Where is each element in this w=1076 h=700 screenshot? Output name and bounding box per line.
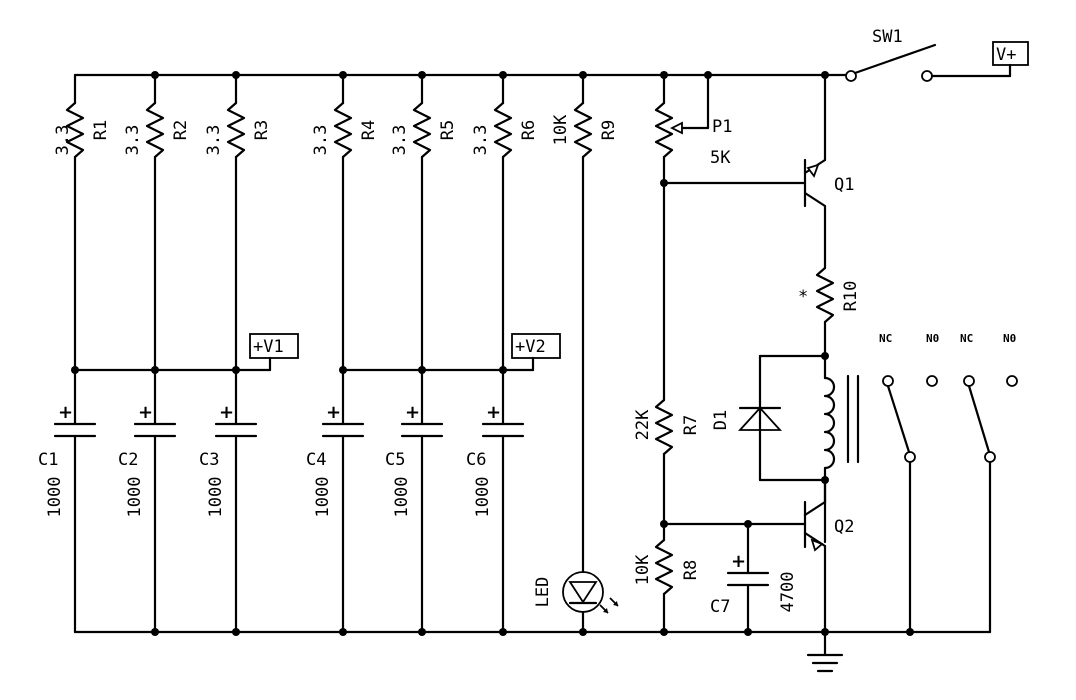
c7-value: 4700 bbox=[778, 572, 798, 613]
sw1-label: SW1 bbox=[872, 27, 903, 47]
r3-value: 3.3 bbox=[204, 125, 224, 156]
resistor-r6: 3.3 R6 bbox=[471, 73, 539, 372]
r9-value: 10K bbox=[551, 114, 571, 145]
contact1-nc-label: NC bbox=[879, 332, 892, 345]
c6-plus: + bbox=[486, 402, 501, 423]
r2-value: 3.3 bbox=[123, 125, 143, 156]
c3-value: 1000 bbox=[206, 477, 226, 518]
r5-label: R5 bbox=[438, 120, 458, 140]
contact1-no-label: N0 bbox=[926, 332, 939, 345]
v1-label: +V1 bbox=[253, 337, 284, 357]
junction-dots bbox=[71, 71, 914, 636]
diode-d1: D1 bbox=[711, 354, 827, 482]
contact2-no-label: N0 bbox=[1003, 332, 1016, 345]
c4-label: C4 bbox=[306, 450, 326, 470]
capacitor-c7: + C7 4700 bbox=[710, 522, 798, 634]
r4-value: 3.3 bbox=[311, 125, 331, 156]
c1-value: 1000 bbox=[45, 477, 65, 518]
c2-label: C2 bbox=[118, 450, 138, 470]
resistor-r5: 3.3 R5 bbox=[390, 73, 458, 372]
d1-label: D1 bbox=[711, 410, 731, 430]
vplus-label: V+ bbox=[996, 45, 1016, 65]
r7-label: R7 bbox=[681, 415, 701, 435]
r3-label: R3 bbox=[252, 120, 272, 140]
c6-label: C6 bbox=[466, 450, 486, 470]
c1-plus: + bbox=[58, 402, 73, 423]
capacitor-c5: + C5 1000 bbox=[385, 368, 444, 634]
r4-label: R4 bbox=[359, 120, 379, 140]
resistor-r10: * R10 bbox=[798, 266, 861, 358]
capacitor-c3: + C3 1000 bbox=[199, 368, 258, 634]
relay-coil bbox=[823, 354, 860, 544]
p1-label: P1 bbox=[712, 117, 732, 137]
capacitor-c1: + C1 1000 bbox=[38, 368, 97, 634]
c7-label: C7 bbox=[710, 597, 730, 617]
c1-label: C1 bbox=[38, 450, 58, 470]
r5-value: 3.3 bbox=[390, 125, 410, 156]
c4-value: 1000 bbox=[313, 477, 333, 518]
transistor-q1: Q1 bbox=[803, 73, 854, 270]
vplus-terminal: V+ bbox=[992, 41, 1029, 66]
resistor-r4: 3.3 R4 bbox=[311, 73, 379, 372]
r8-value: 10K bbox=[633, 554, 653, 585]
divider-network: 22K R7 10K R8 bbox=[633, 181, 807, 634]
c2-plus: + bbox=[138, 402, 153, 423]
v2-bus: +V2 bbox=[341, 333, 561, 372]
potentiometer-p1: P1 5K bbox=[654, 73, 732, 185]
r1-label: R1 bbox=[91, 120, 111, 140]
capacitor-c2: + C2 1000 bbox=[118, 368, 177, 634]
q2-label: Q2 bbox=[834, 517, 854, 537]
r9-label: R9 bbox=[599, 120, 619, 140]
r8-label: R8 bbox=[681, 560, 701, 580]
contact2-nc-label: NC bbox=[960, 332, 973, 345]
power-rails bbox=[73, 73, 992, 634]
r10-label: R10 bbox=[841, 281, 861, 312]
c5-value: 1000 bbox=[392, 477, 412, 518]
switch-sw1: SW1 bbox=[845, 27, 1012, 82]
c3-label: C3 bbox=[199, 450, 219, 470]
c7-plus: + bbox=[731, 551, 746, 572]
r1-value: 3.3 bbox=[53, 125, 73, 156]
resistor-r9: 10K R9 bbox=[551, 73, 619, 574]
r7-value: 22K bbox=[633, 409, 653, 440]
c5-label: C5 bbox=[385, 450, 405, 470]
led: LED bbox=[533, 571, 619, 634]
relay-contact-2: NC N0 bbox=[960, 332, 1018, 634]
r10-mark: * bbox=[798, 287, 808, 307]
c3-plus: + bbox=[219, 402, 234, 423]
c4-plus: + bbox=[326, 402, 341, 423]
r2-label: R2 bbox=[171, 120, 191, 140]
r6-value: 3.3 bbox=[471, 125, 491, 156]
transistor-q2: Q2 bbox=[803, 478, 854, 634]
capacitor-c6: + C6 1000 bbox=[466, 368, 525, 634]
c6-value: 1000 bbox=[473, 477, 493, 518]
ground-symbol bbox=[806, 630, 844, 673]
c2-value: 1000 bbox=[125, 477, 145, 518]
c5-plus: + bbox=[405, 402, 420, 423]
resistor-r1: 3.3 R1 bbox=[53, 73, 111, 372]
resistor-r2: 3.3 R2 bbox=[123, 73, 191, 372]
resistor-r3: 3.3 R3 bbox=[204, 73, 272, 372]
led-label: LED bbox=[533, 577, 553, 608]
q1-label: Q1 bbox=[834, 175, 854, 195]
v1-bus: +V1 bbox=[73, 333, 299, 372]
relay-contact-1: NC N0 bbox=[879, 332, 939, 634]
p1-value: 5K bbox=[710, 148, 731, 168]
v2-label: +V2 bbox=[515, 337, 546, 357]
r6-label: R6 bbox=[519, 120, 539, 140]
capacitor-c4: + C4 1000 bbox=[306, 368, 365, 634]
